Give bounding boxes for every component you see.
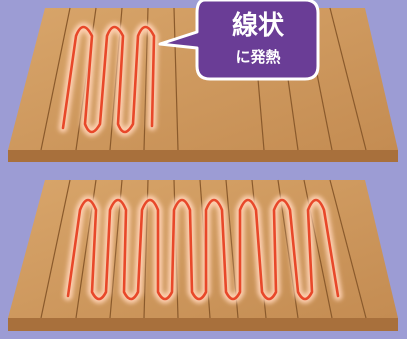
top-floor-front-edge [8,150,398,162]
callout-subtitle: に発熱 [235,48,280,66]
top-heater-wire [58,22,159,137]
callout-title: 線状 [232,10,285,41]
callout-bubble: 線状 に発熱 [158,0,320,81]
callout-shape [158,0,320,81]
bottom-floor-front-edge [8,318,398,331]
bottom-floor-panel [8,179,398,331]
bottom-heater-wire [63,195,343,304]
